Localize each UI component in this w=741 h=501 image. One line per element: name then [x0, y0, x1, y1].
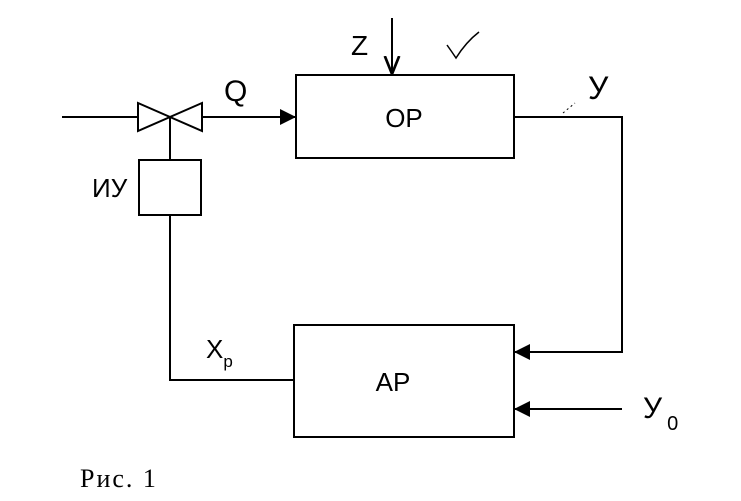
output-feedback-line	[514, 116, 623, 360]
regulator-label: АР	[376, 367, 411, 397]
setpoint-main: У	[643, 392, 663, 425]
flow-label: Q	[224, 75, 247, 108]
tick-mark	[562, 102, 576, 114]
regulator-block	[293, 324, 515, 438]
control-signal-main: Х	[206, 334, 223, 364]
actuator-block	[138, 159, 202, 216]
actuator-label: ИУ	[92, 173, 128, 203]
output-label: У	[588, 70, 609, 106]
control-signal-line	[169, 215, 294, 381]
setpoint-subscript: 0	[667, 413, 678, 435]
valve-icon	[137, 101, 203, 133]
control-signal-label: Хр	[206, 334, 233, 371]
object-label: ОР	[385, 103, 423, 133]
figure-caption: Рис. 1	[80, 464, 158, 493]
disturbance-label: Z	[351, 30, 368, 61]
object-block	[295, 74, 515, 159]
control-signal-subscript: р	[223, 352, 232, 371]
check-mark-icon	[446, 31, 480, 60]
